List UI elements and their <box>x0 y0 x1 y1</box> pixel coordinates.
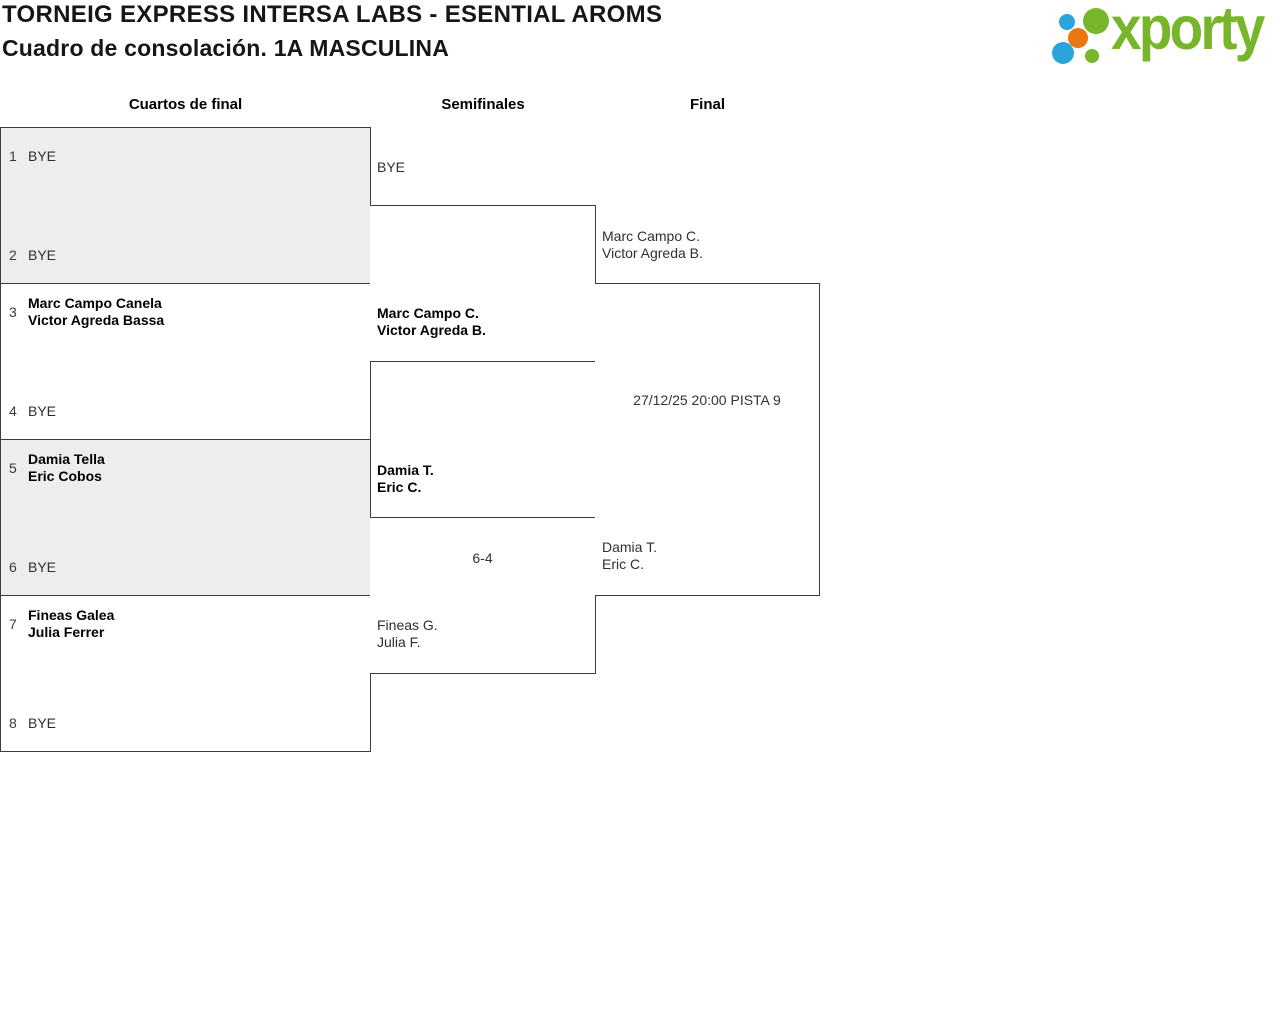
participant-slot-top: Damia T. Eric C. <box>370 461 595 497</box>
final-match[interactable]: Marc Campo C. Victor Agreda B. 27/12/25 … <box>595 228 820 596</box>
seed-number: 2 <box>9 247 17 263</box>
qf-match-4[interactable]: 7 Fineas Galea Julia Ferrer 8 BYE <box>0 595 371 752</box>
participant-name: BYE <box>28 246 57 263</box>
participant-names: Damia T. Eric C. <box>602 539 657 573</box>
participant-names: Marc Campo C. Victor Agreda B. <box>602 228 703 262</box>
participant-name: BYE <box>28 714 57 731</box>
participant-name: Julia Ferrer <box>28 624 105 640</box>
participant-slot-bottom: Fineas G. Julia F. <box>370 616 595 652</box>
participant-names: Marc Campo C. Victor Agreda B. <box>377 305 486 339</box>
participant-name: Damia Tella <box>28 451 105 467</box>
participant-slot-top: Marc Campo C. Victor Agreda B. <box>595 227 819 263</box>
participant-name: Damia T. <box>377 462 434 478</box>
participant-name: BYE <box>28 147 57 164</box>
sf-match-1[interactable]: BYE Marc Campo C. Victor Agreda B. <box>370 159 596 362</box>
participant-names: Damia T. Eric C. <box>377 462 434 496</box>
participant-slot-bottom: Marc Campo C. Victor Agreda B. <box>370 304 595 340</box>
match-schedule: 27/12/25 20:00 PISTA 9 <box>633 392 781 408</box>
participant-name: Julia F. <box>377 634 421 650</box>
participant-name: Eric Cobos <box>28 468 102 484</box>
participant-name: BYE <box>377 158 406 175</box>
participant-name: Victor Agreda B. <box>377 322 486 338</box>
participant-names: BYE <box>377 159 405 176</box>
participant-name: Marc Campo C. <box>377 305 479 321</box>
seed-number: 5 <box>9 460 17 476</box>
seed-number: 7 <box>9 616 17 632</box>
logo-wordmark: xporty <box>1111 0 1265 62</box>
match-score: 6-4 <box>472 550 493 566</box>
tournament-title: TORNEIG EXPRESS INTERSA LABS - ESENTIAL … <box>2 1 663 28</box>
participant-names: BYE <box>28 403 56 420</box>
seed-number: 4 <box>9 403 17 419</box>
participant-slot-bottom: 4 BYE <box>1 393 370 429</box>
logo-dot-orange-icon <box>1068 28 1088 48</box>
participant-names: BYE <box>28 715 56 732</box>
logo-dot-green-large-icon <box>1083 8 1109 34</box>
participant-name: Victor Agreda B. <box>602 245 703 261</box>
participant-slot-top: 7 Fineas Galea Julia Ferrer <box>1 606 370 642</box>
participant-names: BYE <box>28 247 56 264</box>
seed-number: 6 <box>9 559 17 575</box>
participant-names: Fineas G. Julia F. <box>377 617 438 651</box>
qf-match-1[interactable]: 1 BYE 2 BYE <box>0 127 371 284</box>
participant-names: BYE <box>28 559 56 576</box>
logo-dot-blue-large-icon <box>1052 42 1074 64</box>
seed-number: 3 <box>9 304 17 320</box>
participant-slot-top: 1 BYE <box>1 138 370 174</box>
participant-slot-top: 5 Damia Tella Eric Cobos <box>1 450 370 486</box>
participant-name: Damia T. <box>602 539 657 555</box>
participant-slot-bottom: Damia T. Eric C. <box>595 538 819 574</box>
participant-name: Fineas Galea <box>28 607 115 623</box>
participant-name: Marc Campo Canela <box>28 295 162 311</box>
participant-name: Eric C. <box>602 556 644 572</box>
participant-name: Marc Campo C. <box>602 228 701 244</box>
seed-number: 8 <box>9 715 17 731</box>
participant-name: BYE <box>28 558 57 575</box>
participant-name: Eric C. <box>377 479 422 495</box>
participant-slot-bottom: 6 BYE <box>1 549 370 585</box>
participant-name: Fineas G. <box>377 617 438 633</box>
qf-match-3[interactable]: 5 Damia Tella Eric Cobos 6 BYE <box>0 439 371 596</box>
participant-name: BYE <box>28 402 57 419</box>
qf-match-2[interactable]: 3 Marc Campo Canela Victor Agreda Bassa … <box>0 283 371 440</box>
logo-dot-green-small-icon <box>1085 49 1099 63</box>
participant-slot-top: BYE <box>370 149 595 185</box>
participant-slot-bottom: 8 BYE <box>1 705 370 741</box>
xporty-logo[interactable]: xporty <box>1045 0 1280 80</box>
round-header-final: Final <box>689 96 725 113</box>
participant-names: BYE <box>28 148 56 165</box>
bracket-subtitle: Cuadro de consolación. 1A MASCULINA <box>2 35 450 61</box>
participant-names: Fineas Galea Julia Ferrer <box>28 607 114 641</box>
participant-names: Marc Campo Canela Victor Agreda Bassa <box>28 295 164 329</box>
participant-slot-bottom: 2 BYE <box>1 237 370 273</box>
participant-names: Damia Tella Eric Cobos <box>28 451 105 485</box>
participant-name: Victor Agreda Bassa <box>28 312 165 328</box>
round-header-semifinales: Semifinales <box>441 96 525 113</box>
sf-match-2[interactable]: Damia T. Eric C. 6-4 Fineas G. Julia F. <box>370 462 596 674</box>
participant-slot-top: 3 Marc Campo Canela Victor Agreda Bassa <box>1 294 370 330</box>
seed-number: 1 <box>9 148 17 164</box>
logo-dot-blue-small-icon <box>1059 14 1075 30</box>
round-header-cuartos: Cuartos de final <box>128 96 243 113</box>
